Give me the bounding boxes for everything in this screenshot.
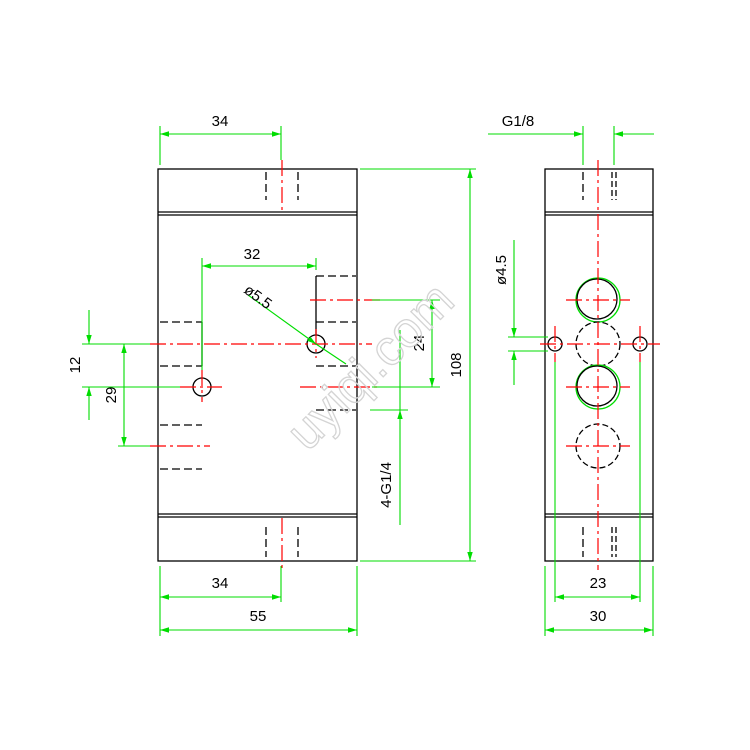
- front-hidden-lines: [160, 172, 356, 557]
- dim-top-width: 34: [212, 113, 229, 130]
- dim-offset-12: 12: [67, 357, 84, 374]
- side-dimension-lines: [488, 131, 654, 633]
- side-extension-lines: [508, 126, 654, 636]
- dim-bottom-width: 55: [250, 608, 267, 625]
- dim-port-spacing: 32: [244, 246, 261, 263]
- dim-port-thread: 4-G1/4: [378, 462, 395, 508]
- dim-top-thread: G1/8: [502, 113, 535, 130]
- dim-hole-diameter-front: ø5.5: [241, 281, 275, 312]
- dim-bottom-partial: 34: [212, 575, 229, 592]
- front-center-lines: [150, 160, 380, 570]
- side-body-outline: [544, 168, 654, 562]
- side-center-lines: [540, 160, 660, 570]
- side-view: G1/8 ø4.5 23 30: [488, 113, 660, 636]
- dim-inner-width: 23: [590, 575, 607, 592]
- front-body-outline: [157, 168, 358, 562]
- dim-offset-24: 24: [411, 335, 428, 352]
- dim-offset-29: 29: [103, 387, 120, 404]
- front-dimension-lines: [86, 131, 473, 633]
- dim-height: 108: [448, 352, 465, 377]
- front-extension-lines: [82, 126, 476, 636]
- dim-side-width: 30: [590, 608, 607, 625]
- front-view: 34 32 ø5.5 12 29 24 108 4-G1/4 34 55: [67, 113, 476, 636]
- dim-hole-diameter-side: ø4.5: [493, 255, 510, 285]
